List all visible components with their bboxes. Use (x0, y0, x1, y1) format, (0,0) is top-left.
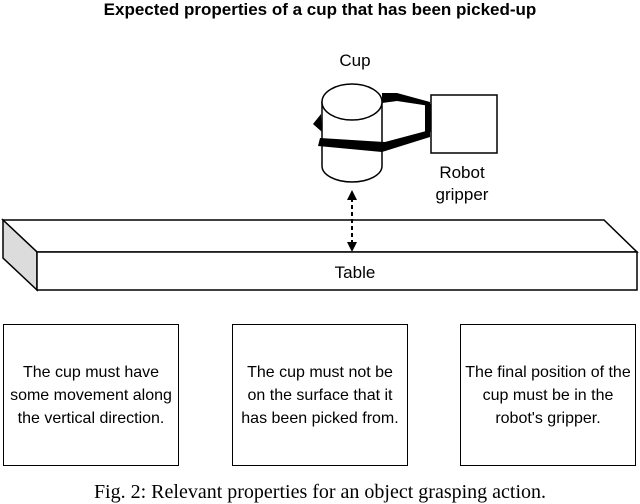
cup-shape (313, 83, 383, 183)
property-box-in-gripper: The final position of the cup must be in… (460, 324, 636, 466)
property-box-off-surface: The cup must not be on the surface that … (232, 324, 408, 466)
property-text: The final position of the cup must be in… (465, 363, 631, 427)
diagram-title: Expected properties of a cup that has be… (103, 0, 537, 19)
property-text: The cup must not be on the surface that … (241, 363, 399, 427)
cup-label: Cup (339, 51, 371, 70)
figure-caption: Fig. 2: Relevant properties for an objec… (93, 481, 547, 503)
robot-gripper-label-line2: gripper (435, 185, 489, 204)
robot-gripper-label: Robot gripper (412, 162, 512, 206)
property-text: The cup must have some movement along th… (10, 363, 172, 427)
robot-gripper-label-line1: Robot (439, 163, 485, 182)
robot-gripper-shape (318, 93, 498, 154)
vertical-motion-arrow (347, 190, 357, 252)
table-shape (1, 218, 639, 292)
table-label: Table (334, 263, 376, 282)
property-box-vertical-movement: The cup must have some movement along th… (3, 324, 179, 466)
